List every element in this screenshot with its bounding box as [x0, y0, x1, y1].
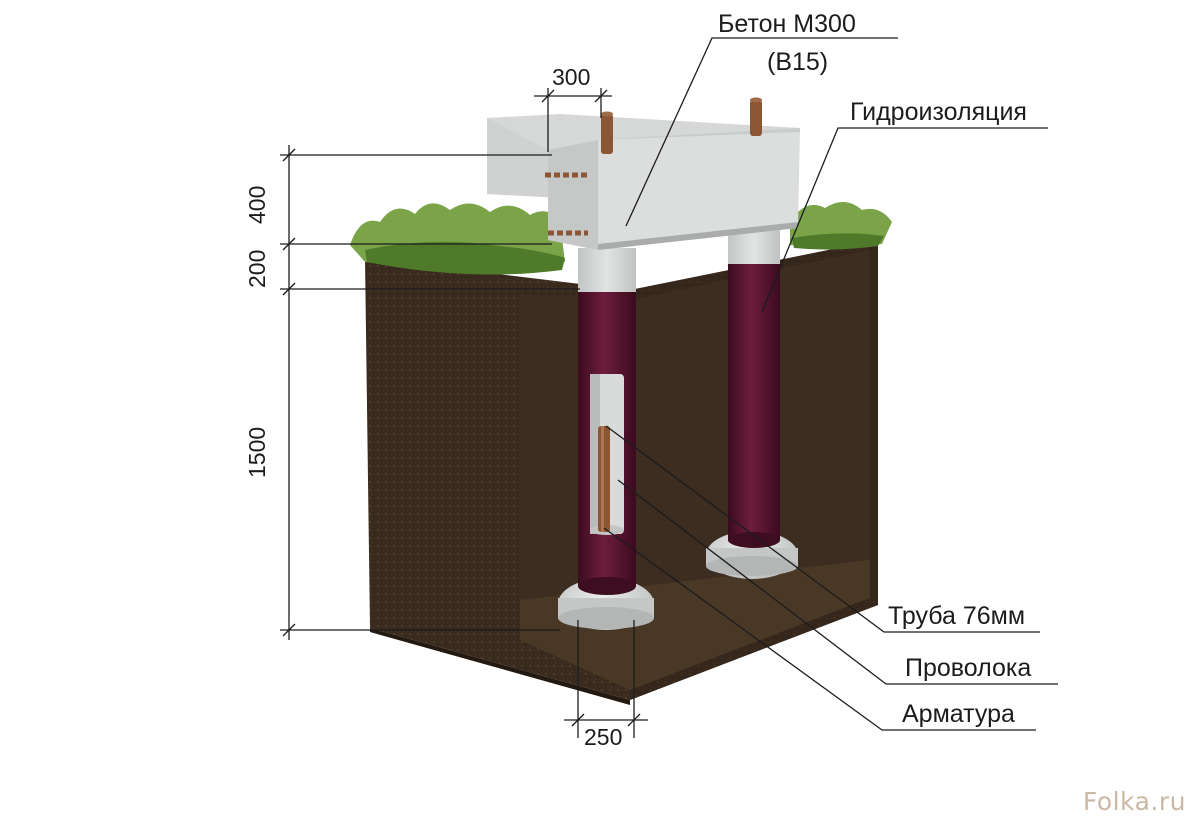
pile-left-cutaway-shade — [590, 374, 600, 534]
beam-main-front — [548, 132, 800, 250]
soil-bottom-edge — [370, 628, 630, 705]
label-rebar: Арматура — [902, 700, 1015, 728]
label-wire: Проволока — [905, 654, 1032, 682]
watermark: Folka.ru — [1082, 787, 1186, 816]
dim-300-tick-right — [594, 89, 608, 103]
dim-pile-diameter: 250 — [584, 724, 623, 750]
leader-rebar — [603, 527, 1036, 731]
rebar-end-left-cap — [601, 111, 613, 117]
tick-bottom — [282, 623, 296, 637]
pile-left-pipe-bottom — [578, 577, 636, 595]
grass-right-dark — [792, 233, 884, 250]
dim-beam-height: 400 — [244, 185, 270, 224]
label-concrete-class: (В15) — [767, 48, 829, 76]
pile-right-pipe — [728, 258, 780, 540]
tick-top — [282, 148, 296, 162]
rebar-end-right — [750, 100, 762, 136]
leader-waterproofing — [761, 127, 1048, 313]
dim-gap-height: 200 — [244, 249, 270, 288]
rebar-end-left — [601, 114, 613, 154]
dim-depth: 1500 — [244, 426, 270, 478]
pile-right-pipe-bottom — [728, 532, 780, 548]
label-pipe: Труба 76мм — [888, 602, 1026, 630]
beam-top — [487, 114, 800, 150]
pile-left-concrete-top — [578, 248, 636, 292]
pile-right — [706, 224, 798, 579]
dim-beam-width: 300 — [552, 64, 591, 90]
pile-right-footing-bottom — [706, 556, 798, 576]
concrete-grillage — [487, 97, 800, 250]
label-waterproofing: Гидроизоляция — [850, 98, 1027, 126]
dimension-lines — [280, 37, 1058, 738]
rebar-end-right-cap — [750, 97, 762, 103]
leader-concrete — [625, 37, 898, 227]
leader-pipe — [605, 425, 1040, 633]
beam-main-side — [548, 140, 598, 250]
dim-300-tick-left — [541, 89, 555, 103]
pile-left-footing-bottom — [558, 607, 654, 629]
leader-wire — [617, 479, 1058, 685]
beam-lower-shadow — [598, 222, 798, 250]
grass-top — [350, 201, 892, 275]
pile-left-rebar-hl — [601, 426, 604, 532]
tick-beam-bottom — [282, 237, 296, 251]
label-concrete: Бетон М300 — [718, 10, 856, 38]
pile-left — [558, 248, 654, 630]
tick-ground — [282, 282, 296, 296]
dim-250-tick-left — [571, 713, 585, 727]
dim-250-tick-right — [627, 713, 641, 727]
grass-left-dark — [365, 241, 565, 275]
